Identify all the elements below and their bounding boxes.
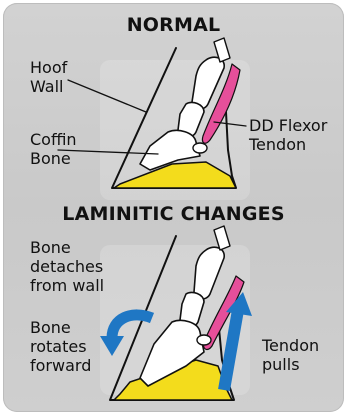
rotate-forward-arrow xyxy=(100,315,152,356)
laminitic-heading: LAMINITIC CHANGES xyxy=(0,203,347,225)
normal-heading: NORMAL xyxy=(0,14,347,36)
label-coffin-bone: Coffin Bone xyxy=(30,130,77,168)
label-tendon-pulls: Tendon pulls xyxy=(262,336,319,374)
normal-navicular-bone xyxy=(193,143,207,153)
leader-hoof-wall xyxy=(68,80,146,112)
normal-sole xyxy=(114,162,236,188)
normal-hoof-diagram xyxy=(58,38,246,188)
label-hoof-wall: Hoof Wall xyxy=(30,58,67,96)
laminitic-long-pastern-bone xyxy=(194,247,224,299)
laminitic-cannon-bone xyxy=(214,226,230,250)
label-dd-flexor-tendon: DD Flexor Tendon xyxy=(249,116,327,154)
laminitic-navicular-bone xyxy=(197,335,211,345)
label-bone-rotates: Bone rotates forward xyxy=(30,318,91,375)
label-bone-detaches: Bone detaches from wall xyxy=(30,238,104,295)
